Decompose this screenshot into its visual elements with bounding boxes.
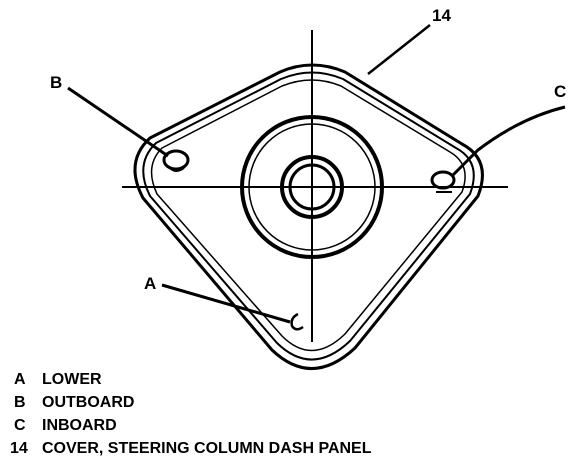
fastener-outboard xyxy=(162,149,190,172)
hub-outer-ring xyxy=(240,115,384,259)
legend-text: LOWER xyxy=(42,371,102,388)
legend-key: A xyxy=(14,371,26,388)
callout-14: 14 xyxy=(432,6,451,25)
hub-middle-ring xyxy=(248,123,376,251)
legend-text: OUTBOARD xyxy=(42,394,135,411)
hub-inner-ring xyxy=(280,155,344,219)
hub-core-ring xyxy=(288,163,336,211)
callout-c: C xyxy=(554,82,566,101)
legend-key: B xyxy=(14,394,26,411)
legend-key: C xyxy=(14,417,26,434)
fastener-inboard xyxy=(430,170,456,193)
legend-key: 14 xyxy=(10,440,28,457)
leader-line-c xyxy=(450,105,566,178)
legend-row-a: A LOWER xyxy=(10,368,372,391)
legend-text: INBOARD xyxy=(42,417,117,434)
leader-line-b xyxy=(67,86,169,158)
legend-row-c: C INBOARD xyxy=(10,414,372,437)
legend-row-14: 14 COVER, STEERING COLUMN DASH PANEL xyxy=(10,437,372,460)
cover-outline xyxy=(133,63,484,370)
fastener-lower xyxy=(290,312,304,331)
legend: A LOWER B OUTBOARD C INBOARD 14 COVER, STEER… xyxy=(10,368,372,460)
callout-a: A xyxy=(144,274,156,293)
leader-line-14 xyxy=(367,24,431,75)
callout-b: B xyxy=(50,73,62,92)
leader-line-a xyxy=(161,283,291,324)
legend-row-b: B OUTBOARD xyxy=(10,391,372,414)
legend-text: COVER, STEERING COLUMN DASH PANEL xyxy=(42,440,372,457)
